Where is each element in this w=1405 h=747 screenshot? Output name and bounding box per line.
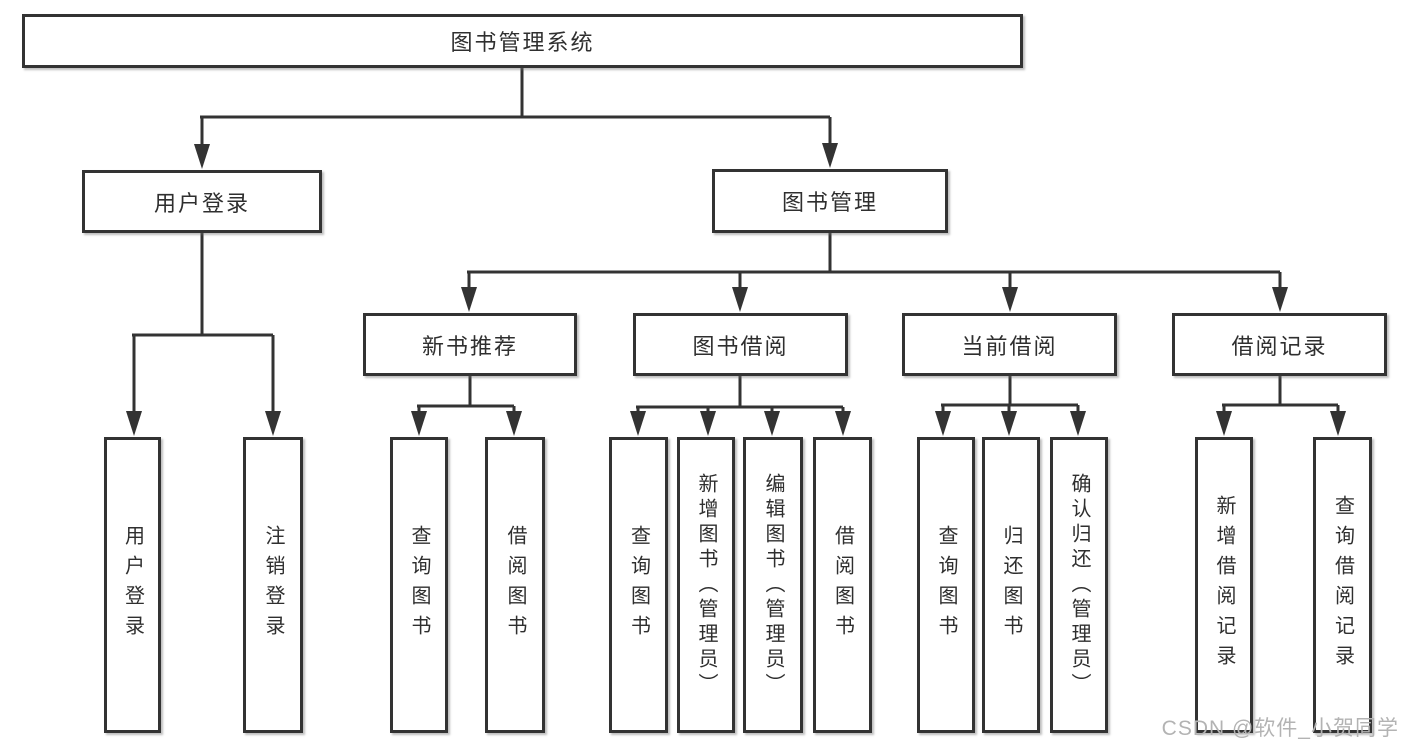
node-root-label: 图书管理系统 <box>450 30 595 55</box>
watermark: CSDN @软件_小贺同学 <box>1161 717 1399 740</box>
leaf-logout: 注销登录 <box>243 437 303 733</box>
leaf-records-add-record-label: 新增借阅记录 <box>1213 495 1235 675</box>
leaf-current-confirm-return-admin-label: 确认归还（管理员） <box>1068 472 1090 698</box>
leaf-recommend-query-books: 查询图书 <box>390 437 448 733</box>
leaf-current-return-books: 归还图书 <box>982 437 1040 733</box>
leaf-recommend-query-books-label: 查询图书 <box>408 525 430 645</box>
node-new-book-recommend: 新书推荐 <box>363 313 577 376</box>
node-book-borrow: 图书借阅 <box>633 313 848 376</box>
leaf-logout-label: 注销登录 <box>262 525 284 645</box>
leaf-current-query-books: 查询图书 <box>917 437 975 733</box>
leaf-borrow-add-books-admin: 新增图书（管理员） <box>677 437 735 733</box>
leaf-current-confirm-return-admin: 确认归还（管理员） <box>1050 437 1108 733</box>
leaf-recommend-borrow-books: 借阅图书 <box>485 437 545 733</box>
connector-root-to-level2 <box>200 68 832 146</box>
leaf-borrow-query-books: 查询图书 <box>609 437 668 733</box>
leaf-borrow-borrow-books-label: 借阅图书 <box>831 525 854 645</box>
node-borrow-records-label: 借阅记录 <box>1231 333 1328 359</box>
node-current-borrow: 当前借阅 <box>902 313 1117 376</box>
leaf-borrow-edit-books-admin-label: 编辑图书（管理员） <box>762 472 784 698</box>
connector-login-to-leaves <box>132 233 275 413</box>
leaf-borrow-edit-books-admin: 编辑图书（管理员） <box>743 437 803 733</box>
connector-recommend-to-leaves <box>417 376 516 414</box>
leaf-recommend-borrow-books-label: 借阅图书 <box>504 525 526 645</box>
leaf-borrow-add-books-admin-label: 新增图书（管理员） <box>695 472 717 698</box>
node-new-book-recommend-label: 新书推荐 <box>421 333 518 359</box>
leaf-borrow-query-books-label: 查询图书 <box>627 525 650 645</box>
node-book-borrow-label: 图书借阅 <box>692 333 789 359</box>
leaf-user-login-label: 用户登录 <box>121 525 144 645</box>
node-root: 图书管理系统 <box>22 14 1023 68</box>
connector-borrow-to-leaves <box>636 376 845 414</box>
leaf-current-query-books-label: 查询图书 <box>935 525 957 645</box>
leaf-records-query-record: 查询借阅记录 <box>1313 437 1372 733</box>
leaf-records-add-record: 新增借阅记录 <box>1195 437 1253 733</box>
connector-management-to-level3 <box>467 233 1282 290</box>
connector-records-to-leaves <box>1222 376 1340 414</box>
node-current-borrow-label: 当前借阅 <box>961 333 1058 359</box>
node-book-management: 图书管理 <box>712 169 948 233</box>
connector-current-to-leaves <box>941 376 1080 414</box>
leaf-current-return-books-label: 归还图书 <box>1000 525 1022 645</box>
leaf-borrow-borrow-books: 借阅图书 <box>813 437 872 733</box>
leaf-records-query-record-label: 查询借阅记录 <box>1331 495 1354 675</box>
node-book-management-label: 图书管理 <box>781 190 878 215</box>
node-user-login-label: 用户登录 <box>153 190 250 216</box>
leaf-user-login: 用户登录 <box>104 437 161 733</box>
node-borrow-records: 借阅记录 <box>1172 313 1387 376</box>
node-user-login: 用户登录 <box>82 170 322 233</box>
